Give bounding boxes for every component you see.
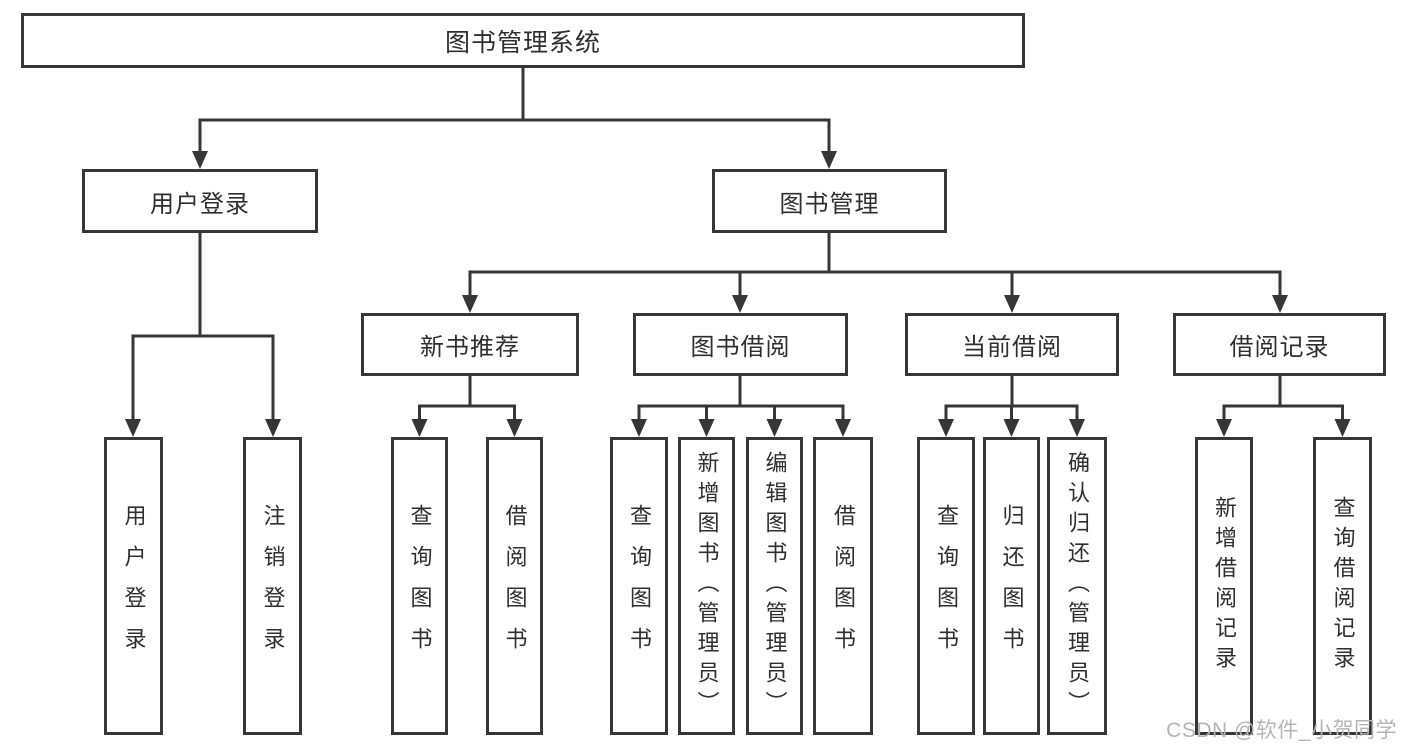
leaf-borrow-books-recommend: 借阅图书 (486, 437, 543, 735)
node-user-login: 用户登录 (82, 169, 318, 233)
leaf-label: 注销登录 (260, 504, 286, 668)
leaf-label: 借阅图书 (831, 504, 856, 668)
node-book-management: 图书管理 (712, 169, 947, 233)
node-current-borrow: 当前借阅 (905, 313, 1119, 376)
leaf-logout: 注销登录 (243, 437, 302, 735)
node-book-borrow: 图书借阅 (633, 313, 848, 376)
leaf-label: 查询借阅记录 (1330, 496, 1356, 676)
leaf-confirm-return-admin: 确认归还（管理员） (1047, 437, 1107, 735)
leaf-borrow-books: 借阅图书 (813, 437, 873, 735)
node-borrow-records: 借阅记录 (1173, 313, 1386, 376)
leaf-label: 编辑图书（管理员） (762, 451, 788, 721)
leaf-label: 新增图书（管理员） (694, 451, 720, 721)
leaf-label: 查询图书 (407, 504, 433, 668)
leaf-query-borrow-record: 查询借阅记录 (1313, 437, 1372, 735)
leaf-user-login: 用户登录 (104, 437, 163, 735)
leaf-label: 新增借阅记录 (1212, 496, 1237, 676)
node-new-book-recommend: 新书推荐 (361, 313, 579, 376)
leaf-label: 确认归还（管理员） (1065, 451, 1090, 721)
leaf-edit-book-admin: 编辑图书（管理员） (746, 437, 803, 735)
node-library-management-system: 图书管理系统 (21, 13, 1025, 68)
leaf-label: 归还图书 (999, 504, 1025, 668)
leaf-return-book: 归还图书 (983, 437, 1040, 735)
leaf-add-book-admin: 新增图书（管理员） (678, 437, 735, 735)
leaf-query-books-borrow: 查询图书 (610, 437, 668, 735)
leaf-label: 用户登录 (121, 504, 147, 668)
leaf-add-borrow-record: 新增借阅记录 (1195, 437, 1253, 735)
leaf-label: 查询图书 (627, 504, 652, 668)
leaf-label: 借阅图书 (502, 504, 528, 668)
leaf-query-books-recommend: 查询图书 (391, 437, 448, 735)
leaf-label: 查询图书 (934, 504, 959, 668)
csdn-watermark: CSDN @软件_小贺同学 (1166, 719, 1397, 742)
leaf-query-books-current: 查询图书 (917, 437, 975, 735)
